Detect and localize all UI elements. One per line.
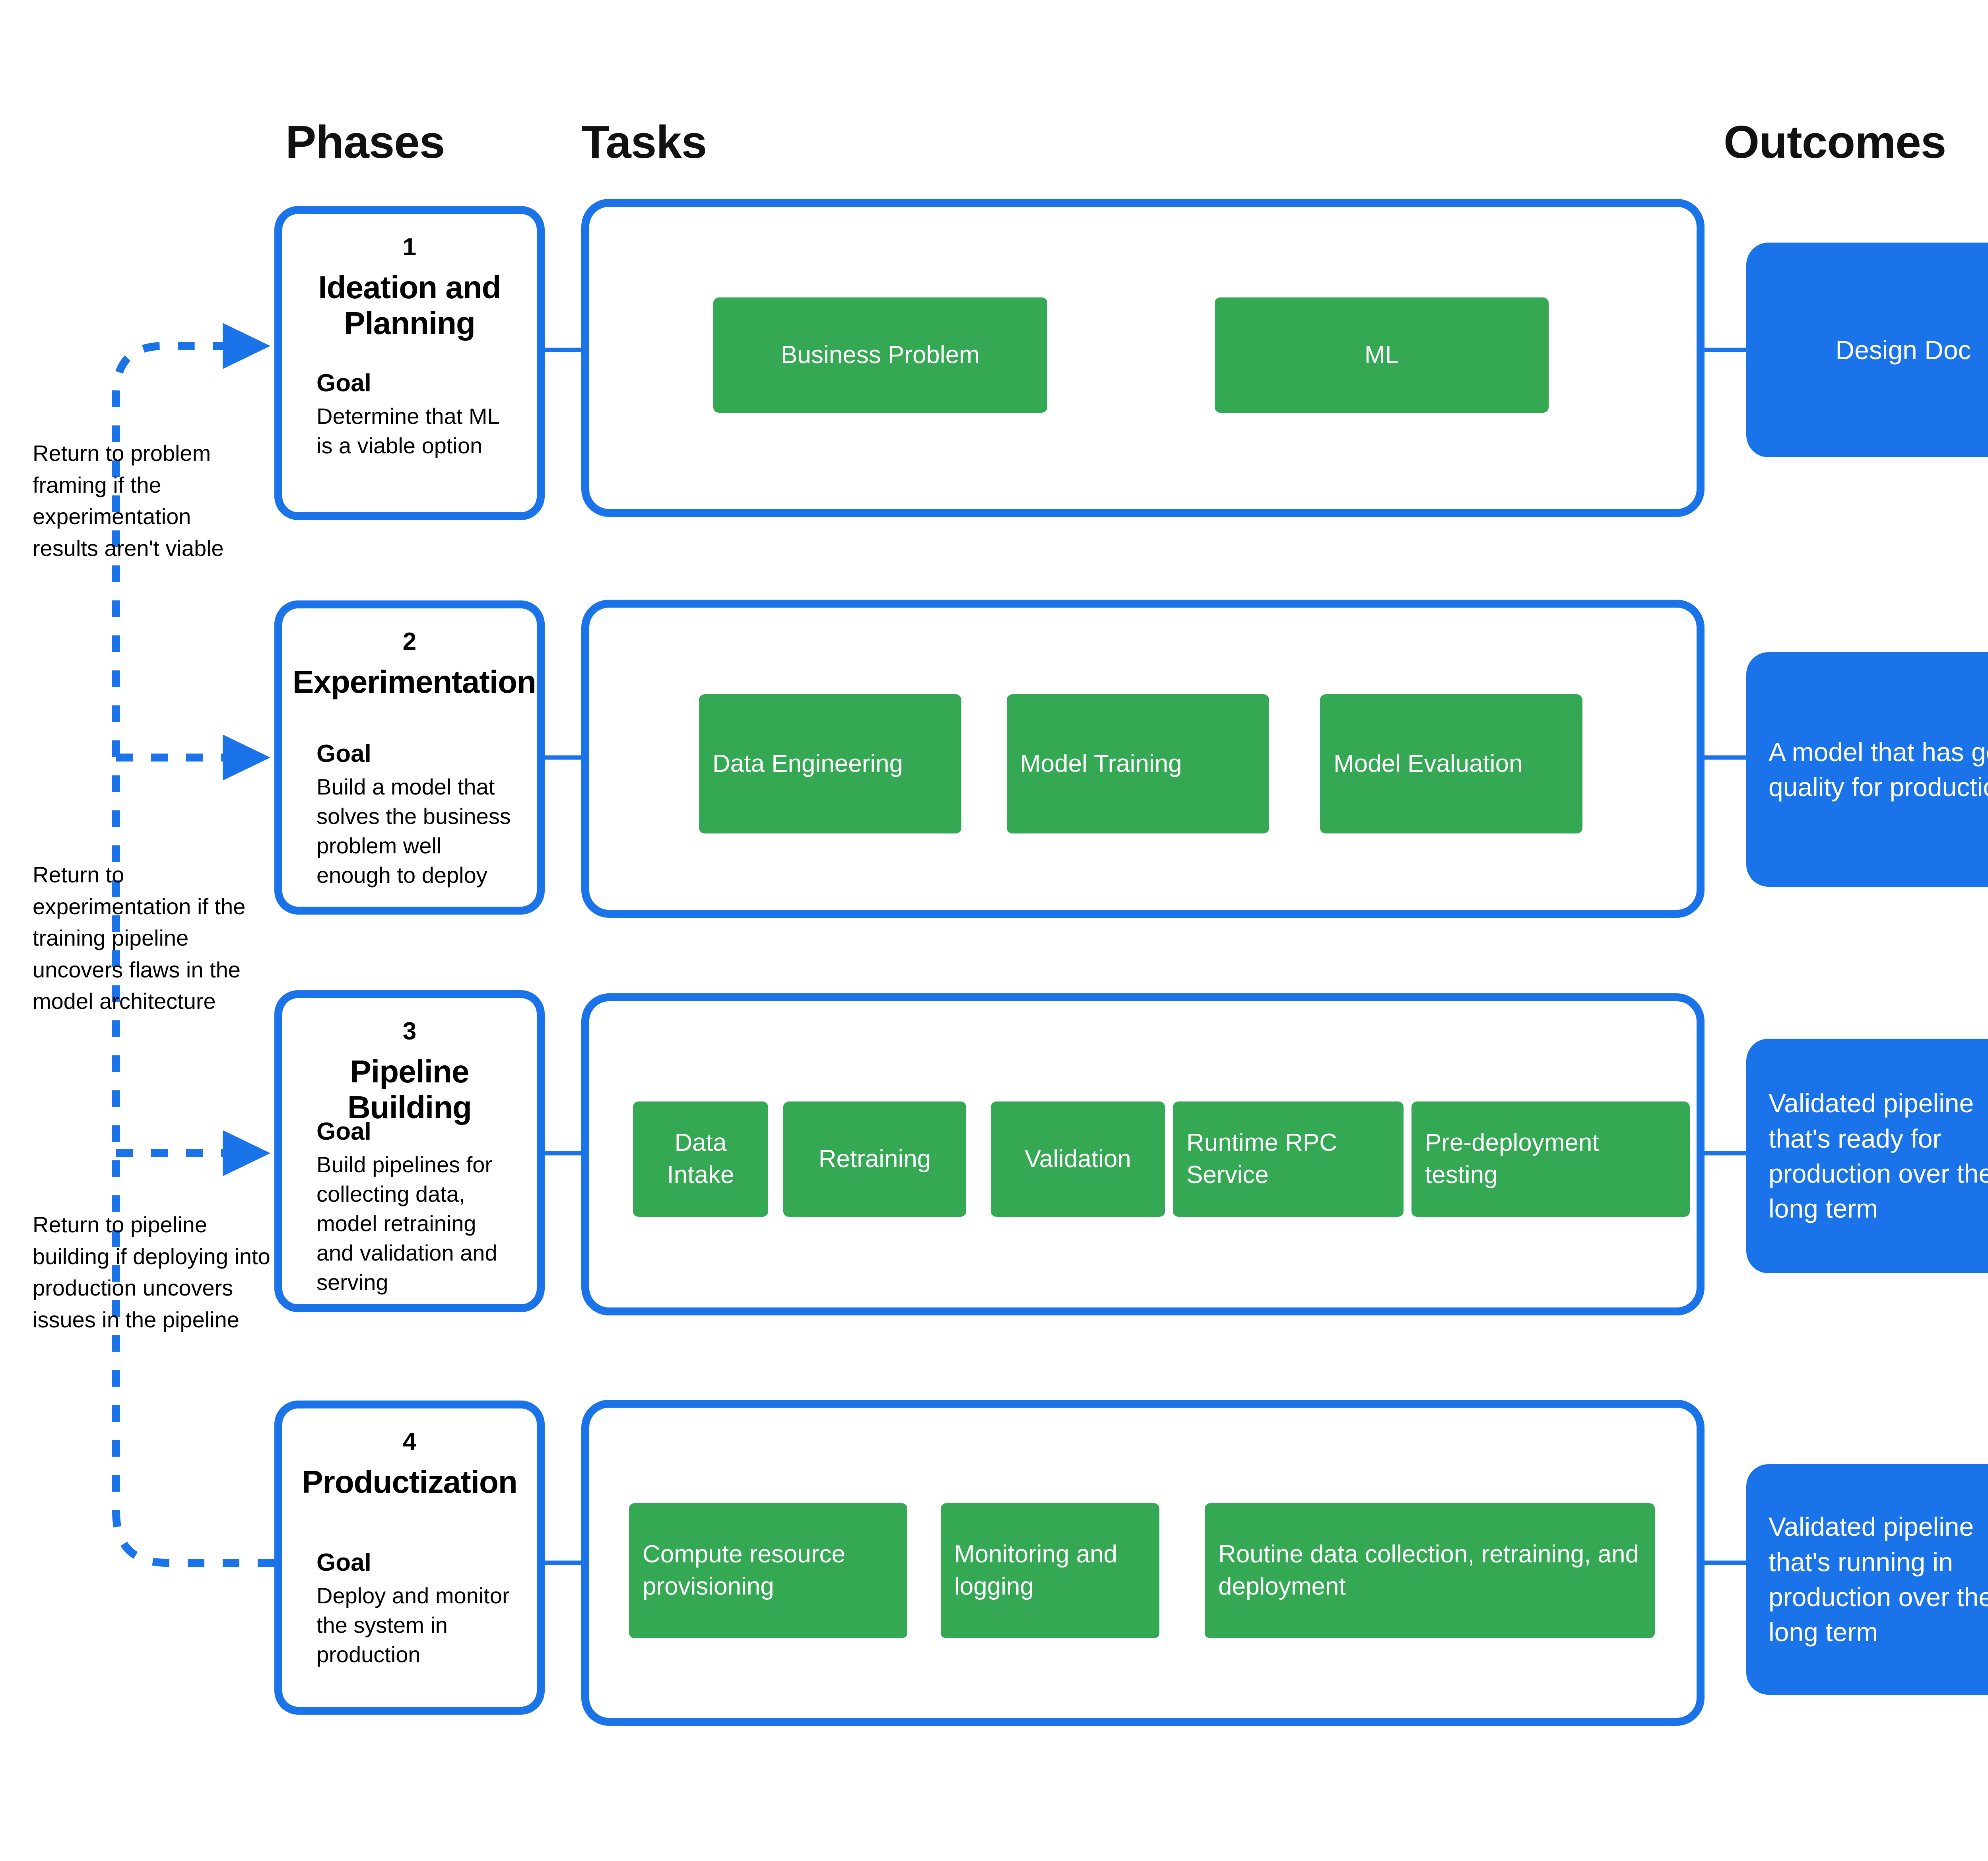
phase-goal-text-1: Determine that ML is a viable option — [316, 404, 499, 458]
column-heading-tasks: Tasks — [581, 116, 707, 168]
tasks-panel-3: Data Intake Retraining Validation Runtim… — [581, 993, 1705, 1315]
task-box-compute-resource-provisioning[interactable]: Compute resource provisioning — [629, 1503, 907, 1638]
feedback-note-2: Return to experimentation if the trainin… — [33, 862, 246, 1014]
phase-number-1: 1 — [402, 233, 417, 261]
tasks-panel-2: Data Engineering Model Training Model Ev… — [581, 600, 1705, 918]
task-box-monitoring-and-logging[interactable]: Monitoring and logging — [941, 1503, 1159, 1638]
phase-goal-label-4: Goal — [316, 1549, 371, 1576]
feedback-note-1: Return to problem framing if the experim… — [33, 441, 224, 561]
task-box-routine-data-collection[interactable]: Routine data collection, retraining, and… — [1205, 1503, 1655, 1638]
tasks-panel-4: Compute resource provisioning Monitoring… — [581, 1400, 1705, 1726]
phase-to-task-connectors — [545, 348, 581, 1565]
phase-goal-text-2: Build a model that solves the business p… — [316, 774, 511, 888]
task-box-model-evaluation[interactable]: Model Evaluation — [1320, 694, 1582, 833]
feedback-arrowhead-phase3 — [223, 1130, 270, 1176]
phase-number-2: 2 — [402, 628, 417, 655]
outcome-box-4[interactable]: Validated pipeline that's running in pro… — [1746, 1464, 1988, 1695]
phase-card-1[interactable]: 1 Ideation and Planning Goal Determine t… — [274, 206, 545, 520]
task-box-data-engineering[interactable]: Data Engineering — [699, 694, 961, 833]
phase-goal-label-3: Goal — [316, 1118, 371, 1145]
feedback-note-3: Return to pipeline building if deploying… — [33, 1212, 270, 1332]
task-box-model-training[interactable]: Model Training — [1007, 694, 1269, 833]
outcome-box-2[interactable]: A model that has good quality for produc… — [1746, 652, 1988, 887]
task-box-business-problem[interactable]: Business Problem — [713, 297, 1047, 413]
phase-title-1: Ideation and Planning — [318, 270, 501, 341]
feedback-loop-left — [112, 342, 274, 1567]
phase-title-3: Pipeline Building — [348, 1054, 472, 1125]
feedback-arrowhead-phase2 — [223, 734, 270, 781]
task-box-validation[interactable]: Validation — [991, 1101, 1165, 1217]
phase-title-4: Productization — [302, 1464, 518, 1500]
task-box-runtime-rpc-service[interactable]: Runtime RPC Service — [1173, 1101, 1404, 1217]
task-box-ml[interactable]: ML — [1215, 297, 1549, 413]
task-box-pre-deployment-testing[interactable]: Pre-deployment testing — [1411, 1101, 1690, 1217]
outcome-box-1[interactable]: Design Doc — [1746, 243, 1988, 457]
phase-number-4: 4 — [402, 1428, 417, 1455]
task-to-outcome-connectors — [1705, 348, 1746, 1565]
column-heading-outcomes: Outcomes — [1724, 116, 1946, 168]
task-box-data-intake[interactable]: Data Intake — [633, 1101, 768, 1217]
column-heading-phases: Phases — [285, 116, 445, 168]
phase-goal-text-4: Deploy and monitor the system in product… — [316, 1583, 510, 1667]
phase-card-3[interactable]: 3 Pipeline Building Goal Build pipelines… — [274, 990, 545, 1312]
tasks-panel-1: Business Problem ML — [581, 199, 1705, 517]
phase-card-4[interactable]: 4 Productization Goal Deploy and monitor… — [274, 1401, 545, 1715]
phase-goal-label-1: Goal — [316, 369, 371, 397]
phase-goal-text-3: Build pipelines for collecting data, mod… — [316, 1152, 497, 1295]
phase-title-2: Experimentation — [293, 664, 536, 699]
phase-number-3: 3 — [402, 1018, 417, 1045]
phase-card-2[interactable]: 2 Experimentation Goal Build a model tha… — [274, 600, 545, 915]
task-box-retraining[interactable]: Retraining — [783, 1101, 966, 1217]
outcome-box-3[interactable]: Validated pipeline that's ready for prod… — [1746, 1039, 1988, 1273]
phase-goal-label-2: Goal — [316, 740, 371, 767]
feedback-arrowhead-phase1 — [223, 323, 270, 369]
